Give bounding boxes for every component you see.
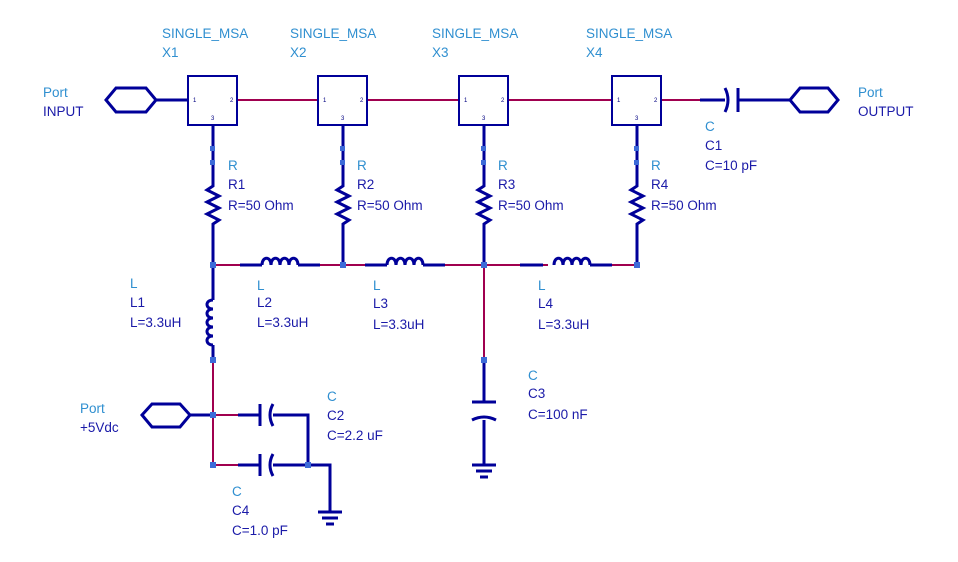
ground-icon (472, 463, 496, 479)
resistor-name-label: R1 (228, 177, 245, 192)
resistor-r3[interactable]: R R3 R=50 Ohm (474, 158, 564, 228)
inductor-name-label: L3 (373, 296, 388, 311)
msa-x4[interactable]: 1 2 3 SINGLE_MSA X4 (586, 26, 672, 126)
port-type-label: Port (80, 401, 105, 416)
resistor-value-label: R=50 Ohm (228, 198, 294, 213)
capacitor-value-label: C=10 pF (705, 158, 757, 173)
resistor-type-label: R (651, 158, 661, 173)
capacitor-type-label: C (528, 368, 538, 383)
svg-text:1: 1 (323, 98, 327, 104)
capacitor-name-label: C4 (232, 503, 250, 518)
resistor-value-label: R=50 Ohm (498, 198, 564, 213)
svg-text:3: 3 (482, 116, 486, 122)
port-type-label: Port (858, 85, 883, 100)
nets (150, 99, 700, 466)
resistor-name-label: R3 (498, 177, 515, 192)
capacitor-c2[interactable]: C C2 C=2.2 uF (258, 389, 383, 443)
msa-x2[interactable]: 1 2 3 SINGLE_MSA X2 (290, 26, 376, 126)
inductor-value-label: L=3.3uH (257, 315, 308, 330)
msa-x3[interactable]: 1 2 3 SINGLE_MSA X3 (432, 26, 518, 126)
inductor-l2[interactable]: L L2 L=3.3uH (257, 256, 308, 330)
inductor-name-label: L4 (538, 296, 554, 311)
resistor-value-label: R=50 Ohm (651, 198, 717, 213)
capacitor-value-label: C=100 nF (528, 407, 588, 422)
inductor-l3[interactable]: L L3 L=3.3uH (373, 256, 425, 332)
capacitor-name-label: C3 (528, 386, 545, 401)
capacitor-name-label: C2 (327, 408, 344, 423)
capacitor-type-label: C (327, 389, 337, 404)
svg-text:2: 2 (360, 98, 364, 104)
port-type-label: Port (43, 85, 68, 100)
connection-dots (210, 146, 640, 468)
inductor-l4[interactable]: L L4 L=3.3uH (538, 256, 592, 332)
port-name-label: +5Vdc (80, 420, 119, 435)
svg-text:2: 2 (501, 98, 505, 104)
port-output[interactable]: Port OUTPUT (788, 85, 914, 119)
msa-type-label: SINGLE_MSA (290, 26, 376, 41)
svg-text:3: 3 (211, 116, 215, 122)
resistor-type-label: R (498, 158, 508, 173)
msa-name-label: X3 (432, 45, 449, 60)
resistor-type-label: R (228, 158, 238, 173)
ground-icon (318, 510, 342, 526)
inductor-value-label: L=3.3uH (538, 317, 589, 332)
msa-x1[interactable]: 1 2 3 SINGLE_MSA X1 (162, 26, 248, 126)
port-supply[interactable]: Port +5Vdc (80, 401, 192, 435)
resistor-name-label: R2 (357, 177, 374, 192)
port-name-label: OUTPUT (858, 104, 914, 119)
inductor-type-label: L (538, 278, 546, 293)
capacitor-value-label: C=2.2 uF (327, 428, 383, 443)
capacitor-type-label: C (232, 484, 242, 499)
svg-text:1: 1 (617, 98, 621, 104)
capacitor-type-label: C (705, 119, 715, 134)
msa-name-label: X2 (290, 45, 307, 60)
capacitor-c1[interactable]: C C1 C=10 pF (705, 87, 757, 173)
resistor-r4[interactable]: R R4 R=50 Ohm (627, 158, 717, 228)
inductor-value-label: L=3.3uH (130, 315, 181, 330)
resistor-r2[interactable]: R R2 R=50 Ohm (333, 158, 423, 228)
port-input[interactable]: Port INPUT (43, 85, 158, 119)
capacitor-name-label: C1 (705, 138, 722, 153)
msa-type-label: SINGLE_MSA (586, 26, 672, 41)
svg-text:2: 2 (230, 98, 234, 104)
msa-name-label: X4 (586, 45, 603, 60)
inductor-name-label: L1 (130, 295, 145, 310)
svg-text:3: 3 (635, 116, 639, 122)
inductor-type-label: L (130, 276, 138, 291)
svg-text:1: 1 (464, 98, 468, 104)
port-name-label: INPUT (43, 104, 84, 119)
resistor-name-label: R4 (651, 177, 669, 192)
svg-text:2: 2 (654, 98, 658, 104)
msa-type-label: SINGLE_MSA (432, 26, 518, 41)
resistor-r1[interactable]: R R1 R=50 Ohm (203, 158, 294, 228)
msa-type-label: SINGLE_MSA (162, 26, 248, 41)
inductor-l1[interactable]: L L1 L=3.3uH (130, 276, 214, 347)
leads (150, 98, 792, 512)
inductor-name-label: L2 (257, 295, 272, 310)
capacitor-c4[interactable]: C C4 C=1.0 pF (232, 453, 288, 538)
resistor-value-label: R=50 Ohm (357, 198, 423, 213)
inductor-value-label: L=3.3uH (373, 317, 424, 332)
svg-text:1: 1 (193, 98, 197, 104)
capacitor-value-label: C=1.0 pF (232, 523, 288, 538)
inductor-type-label: L (257, 278, 265, 293)
svg-text:3: 3 (341, 116, 345, 122)
capacitor-c3[interactable]: C C3 C=100 nF (471, 368, 588, 422)
resistor-type-label: R (357, 158, 367, 173)
msa-name-label: X1 (162, 45, 179, 60)
inductor-type-label: L (373, 278, 381, 293)
